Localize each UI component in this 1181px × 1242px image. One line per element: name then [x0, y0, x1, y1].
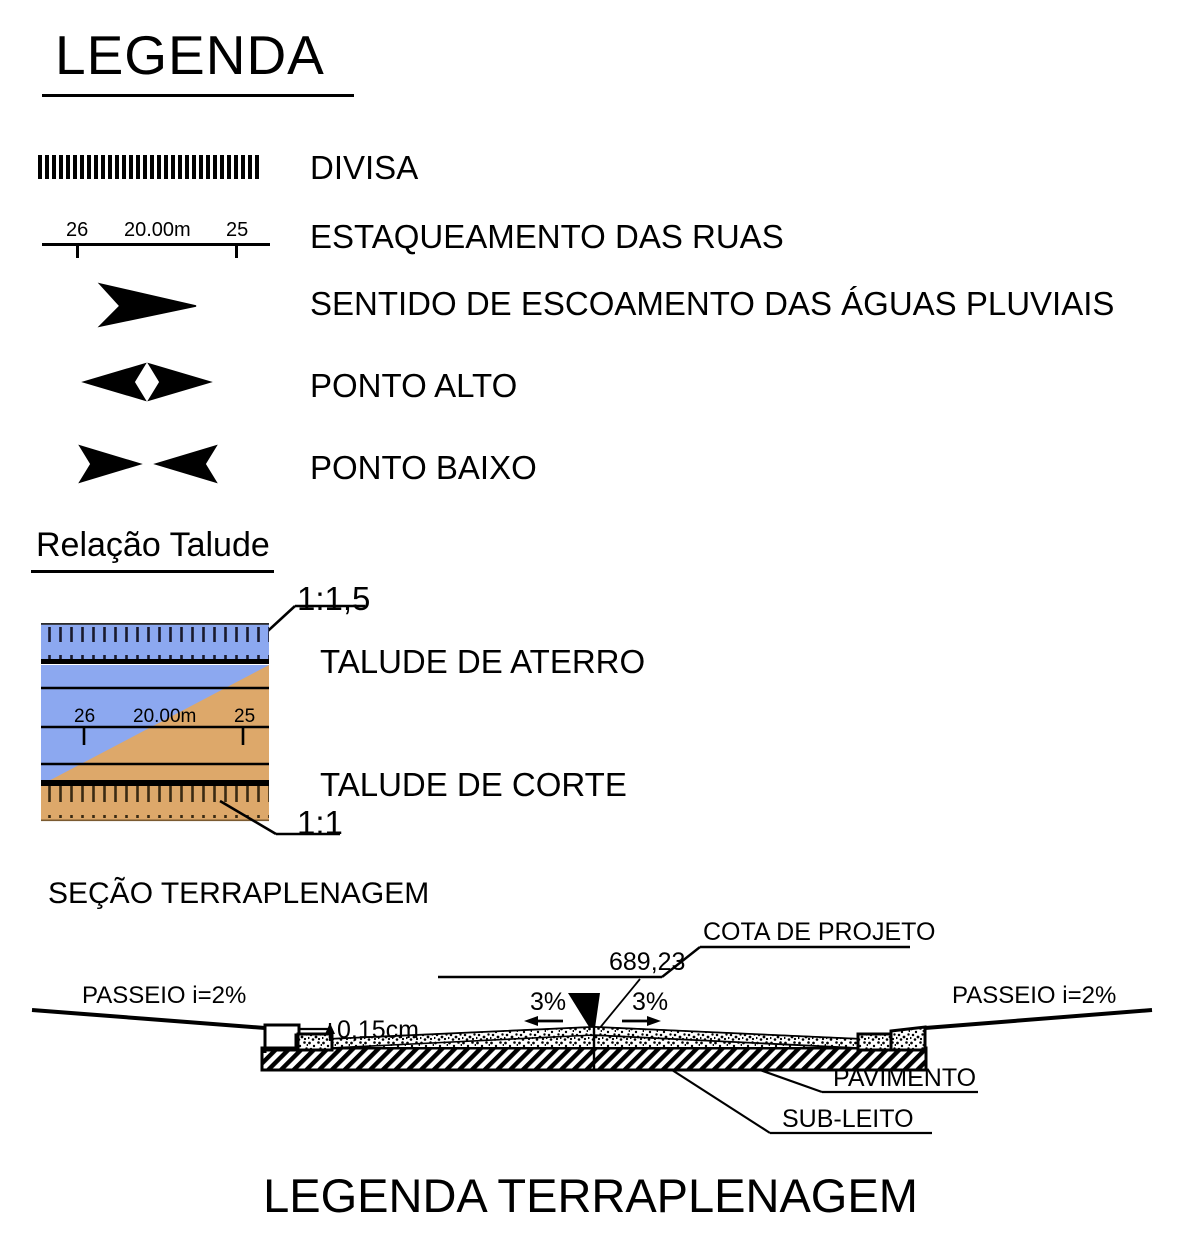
legend-label-divisa: DIVISA [310, 149, 419, 186]
divisa-hatch-bar-icon [38, 155, 260, 179]
flow-arrow-right-icon [97, 282, 197, 328]
page-title: LEGENDA [55, 24, 325, 86]
relacao-talude-title: Relação Talude [36, 526, 270, 564]
page-title-underline [42, 94, 354, 97]
passeio-left-label: PASSEIO i=2% [82, 982, 246, 1009]
talude-diagram: 26 20.00m 25 [41, 604, 365, 836]
station-left-number: 26 [66, 219, 89, 241]
curb-height-label: 0,15cm [337, 1016, 419, 1044]
legend-label-ponto-alto: PONTO ALTO [310, 367, 518, 404]
layer-subleito-label: SUB-LEITO [782, 1105, 914, 1133]
slope-left-label: 3% [530, 988, 566, 1016]
bottom-title: LEGENDA TERRAPLENAGEM [263, 1169, 918, 1222]
secao-title: SEÇÃO TERRAPLENAGEM [48, 877, 430, 910]
station-right-number: 25 [226, 219, 249, 241]
talude-label-aterro: TALUDE DE ATERRO [320, 643, 646, 680]
talude-label-corte: TALUDE DE CORTE [320, 766, 627, 803]
relacao-talude-underline [31, 570, 274, 573]
layer-pavimento-label: PAVIMENTO [833, 1064, 976, 1092]
talude-station-right: 25 [234, 706, 255, 727]
cota-projeto-label: COTA DE PROJETO [703, 918, 935, 946]
cota-projeto-value: 689,23 [609, 948, 685, 976]
cross-section-diagram: COTA DE PROJETO 689,23 3% 3% PASSEIO i=2… [31, 918, 1153, 1135]
talude-station-distance: 20.00m [133, 706, 196, 727]
legend-label-estaqueamento: ESTAQUEAMENTO DAS RUAS [310, 218, 784, 255]
arrows-inward-icon [78, 444, 218, 484]
slope-right-label: 3% [632, 988, 668, 1016]
legend-label-escoamento: SENTIDO DE ESCOAMENTO DAS ÁGUAS PLUVIAIS [310, 285, 1115, 322]
talude-ratio-aterro: 1:1,5 [297, 580, 371, 617]
talude-ratio-corte: 1:1 [297, 804, 343, 841]
passeio-right-label: PASSEIO i=2% [952, 982, 1116, 1009]
arrows-outward-icon [81, 362, 213, 402]
station-distance: 20.00m [124, 219, 191, 241]
legend-label-ponto-baixo: PONTO BAIXO [310, 449, 537, 486]
talude-station-left: 26 [74, 706, 95, 727]
